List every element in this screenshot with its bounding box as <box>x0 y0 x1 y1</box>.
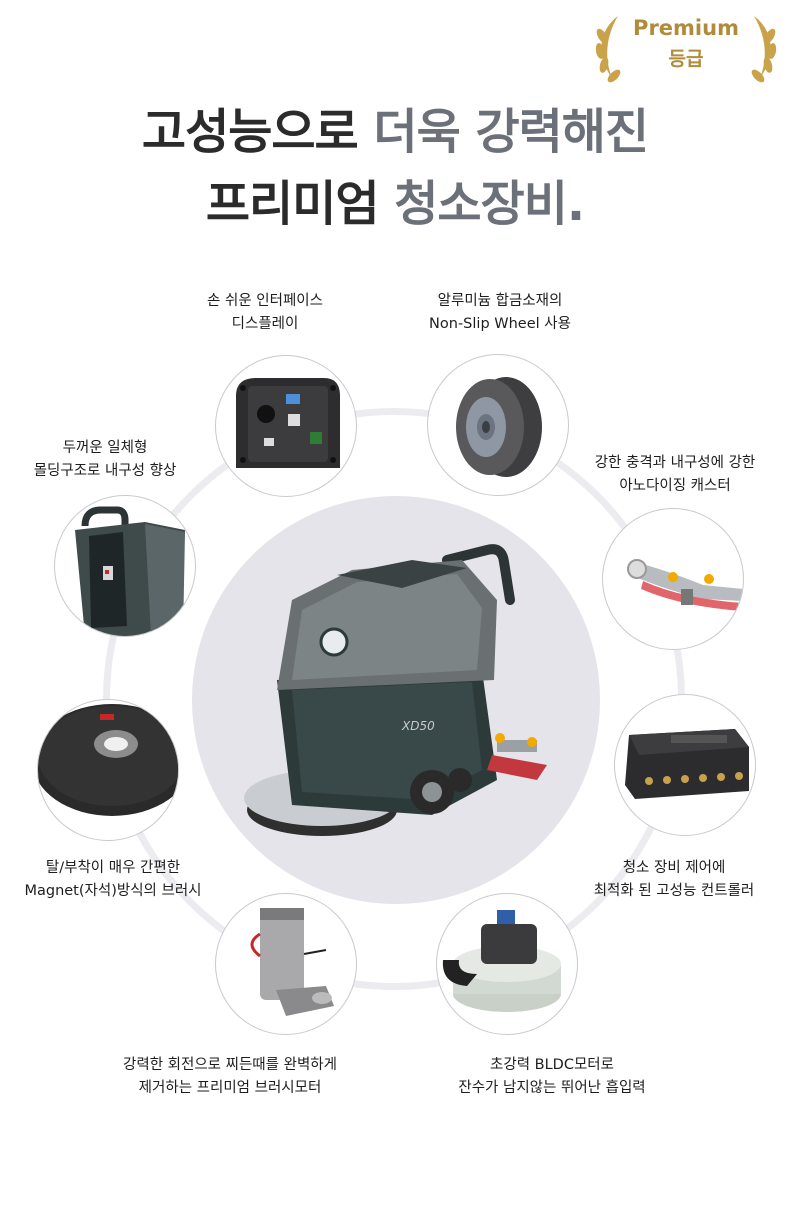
control-panel-icon <box>236 378 340 468</box>
feature-brush-motor-caption: 강력한 회전으로 찌든때를 완벽하게 제거하는 프리미엄 브러시모터 <box>100 1054 360 1100</box>
feature-interface-caption: 손 쉬운 인터페이스 디스플레이 <box>165 290 365 336</box>
feature-brush-caption: 탈/부착이 매우 간편한 Magnet(자석)방식의 브러시 <box>0 857 226 903</box>
feature-interface-line2: 디스플레이 <box>231 316 299 332</box>
feature-brush-image <box>37 699 179 841</box>
feature-controller-line1: 청소 장비 제어에 <box>622 860 726 876</box>
headline-line1-grey: 더욱 강력해진 <box>373 104 649 160</box>
feature-body-line2: 몰딩구조로 내구성 향상 <box>33 463 177 479</box>
headline-line2-dark: 프리미엄 <box>205 176 395 232</box>
vacuum-motor-icon <box>442 910 561 1012</box>
feature-brush-motor-line2: 제거하는 프리미엄 브러시모터 <box>138 1080 322 1096</box>
feature-wheel-line2: Non-Slip Wheel 사용 <box>429 316 571 332</box>
feature-wheel-caption: 알루미늄 합금소재의 Non-Slip Wheel 사용 <box>400 290 600 336</box>
feature-wheel-image <box>427 354 569 496</box>
feature-bldc-motor-line1: 초강력 BLDC모터로 <box>490 1057 614 1073</box>
caster-icon <box>627 559 743 611</box>
headline-line2: 프리미엄 청소장비. <box>0 164 790 234</box>
feature-bldc-motor-line2: 잔수가 남지않는 뛰어난 흡입력 <box>458 1080 646 1096</box>
feature-controller-image <box>614 694 756 836</box>
feature-bldc-motor-caption: 초강력 BLDC모터로 잔수가 남지않는 뛰어난 흡입력 <box>432 1054 672 1100</box>
feature-caster-image <box>602 508 744 650</box>
feature-bldc-motor-image <box>436 893 578 1035</box>
feature-controller-caption: 청소 장비 제어에 최적화 된 고성능 컨트롤러 <box>568 857 780 903</box>
feature-interface-line1: 손 쉬운 인터페이스 <box>207 293 323 309</box>
badge-grade: 등급 <box>668 48 704 70</box>
model-mark: XD50 <box>401 719 435 733</box>
feature-caster-line2: 아노다이징 캐스터 <box>619 478 731 494</box>
feature-brush-line1: 탈/부착이 매우 간편한 <box>45 860 181 876</box>
feature-controller-line2: 최적화 된 고성능 컨트롤러 <box>593 883 755 899</box>
brush-icon <box>38 704 178 816</box>
molded-body-icon <box>75 506 185 636</box>
laurel-icon <box>595 16 777 83</box>
feature-interface-image <box>215 355 357 497</box>
feature-wheel-line1: 알루미늄 합금소재의 <box>437 293 563 309</box>
feature-body-image <box>54 495 196 637</box>
headline-line1: 고성능으로 더욱 강력해진 <box>0 92 790 162</box>
feature-body-caption: 두꺼운 일체형 몰딩구조로 내구성 향상 <box>5 437 205 483</box>
feature-caster-line1: 강한 충격과 내구성에 강한 <box>594 455 756 471</box>
feature-caster-caption: 강한 충격과 내구성에 강한 아노다이징 캐스터 <box>570 452 780 498</box>
feature-brush-line2: Magnet(자석)방식의 브러시 <box>24 883 202 899</box>
floor-scrubber-icon: XD50 <box>244 544 547 836</box>
feature-brush-motor-image <box>215 893 357 1035</box>
premium-badge: Premium 등급 <box>588 6 784 84</box>
wheel-icon <box>456 377 542 477</box>
headline-line1-dark: 고성능으로 <box>141 104 374 160</box>
badge-title: Premium <box>633 16 739 40</box>
feature-brush-motor-line1: 강력한 회전으로 찌든때를 완벽하게 <box>123 1057 337 1073</box>
feature-body-line1: 두꺼운 일체형 <box>62 440 148 456</box>
headline-line2-grey: 청소장비. <box>394 176 585 232</box>
brush-motor-icon <box>250 908 334 1016</box>
controller-icon <box>625 729 749 799</box>
